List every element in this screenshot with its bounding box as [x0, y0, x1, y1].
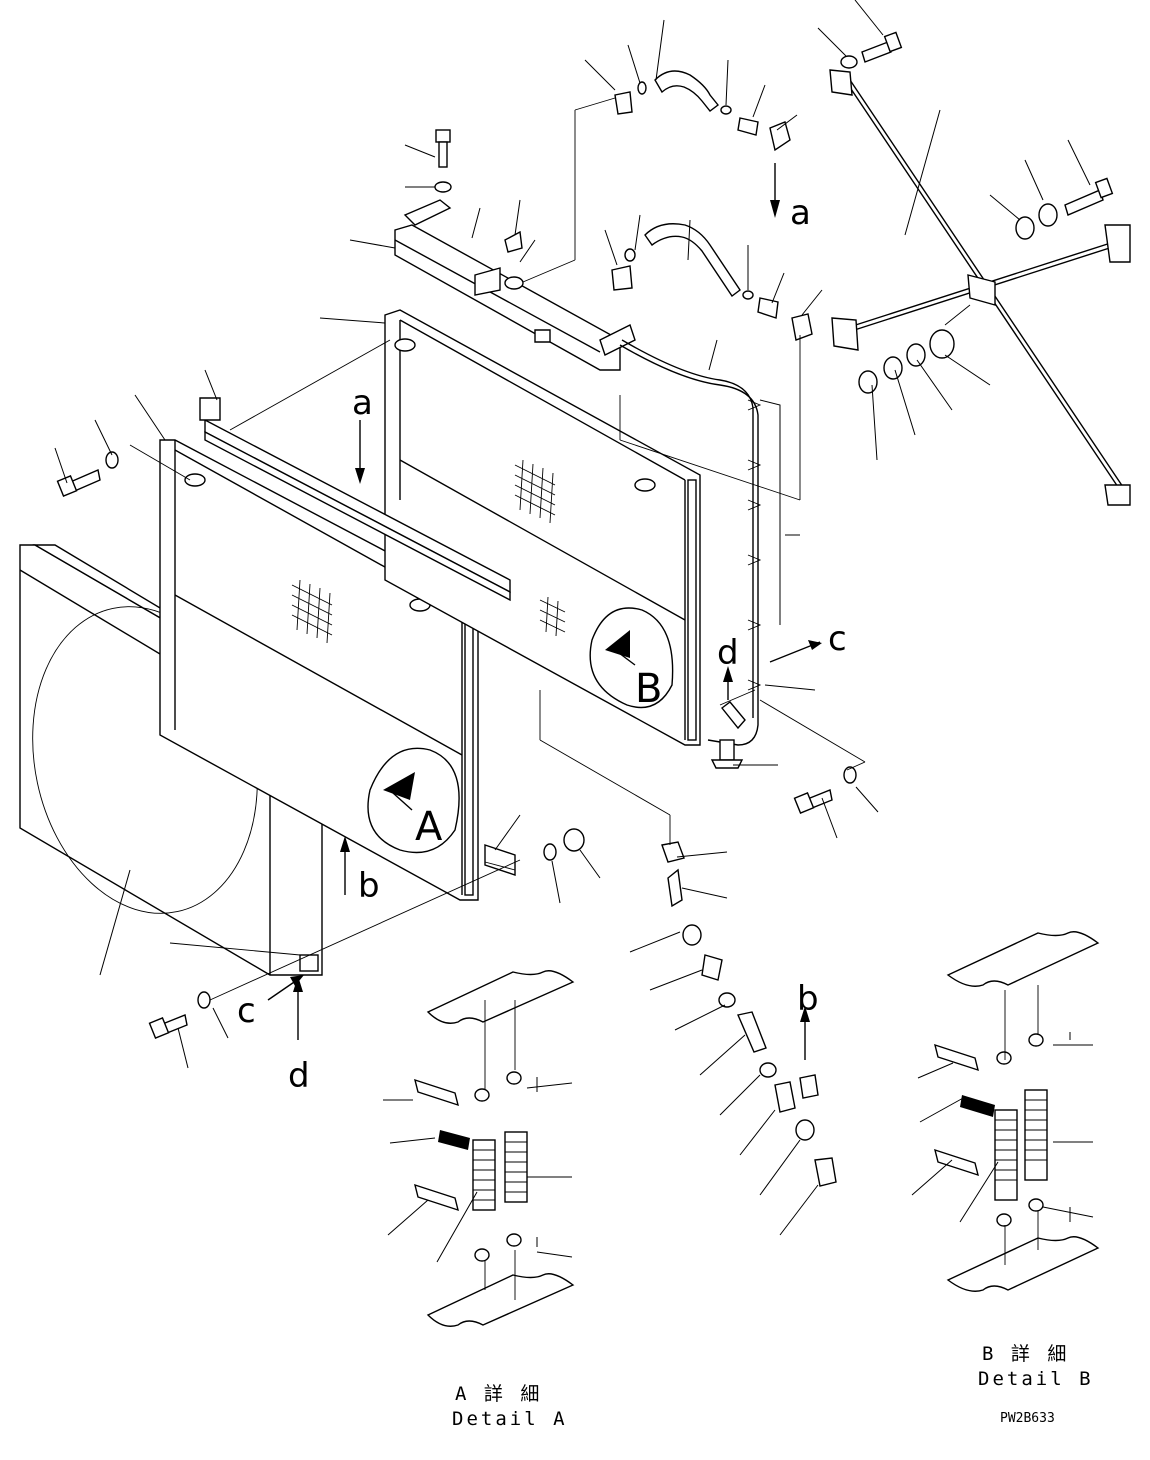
caption-detail-b-jp: B 詳 細	[982, 1343, 1069, 1365]
bolt-icon	[56, 451, 857, 1039]
label-c: c	[237, 991, 256, 1031]
label-a: a	[352, 383, 373, 423]
label-d: d	[717, 633, 739, 673]
label-a: a	[790, 193, 811, 233]
guard-panel-a	[159, 439, 479, 901]
top-bracket	[394, 199, 636, 371]
seal-strip	[199, 397, 516, 876]
elbow-fitting-icon	[504, 230, 523, 253]
detail-b-assembly	[934, 931, 1100, 1292]
cross-stay	[829, 69, 1131, 506]
drain-bolt-icon	[710, 701, 746, 769]
bolt-icon	[861, 31, 1114, 216]
alignment-lines	[129, 97, 1039, 1300]
mesh-icon	[514, 459, 566, 637]
caption-detail-a-en: Detail A	[452, 1408, 568, 1430]
drawing-code: PW2B633	[1000, 1411, 1055, 1426]
label-b: b	[358, 866, 380, 906]
label-d: d	[288, 1056, 310, 1096]
washer-icon	[840, 55, 1058, 394]
hose-line-right	[619, 339, 781, 746]
label-detail-b-marker: B	[635, 666, 662, 712]
label-c: c	[828, 619, 847, 659]
direction-arrows	[267, 163, 822, 1060]
caption-detail-a-jp: A 詳 細	[455, 1383, 542, 1405]
hose-assembly-upper	[611, 70, 813, 341]
leader-lines	[54, 0, 1094, 1263]
caption-detail-b-en: Detail B	[978, 1368, 1094, 1390]
detail-a-assembly	[414, 970, 575, 1327]
bolt-icon	[434, 129, 452, 193]
mesh-icon	[291, 579, 333, 644]
label-detail-a-marker: A	[415, 804, 443, 850]
guard-panel-b	[384, 309, 701, 746]
label-b: b	[797, 979, 819, 1019]
